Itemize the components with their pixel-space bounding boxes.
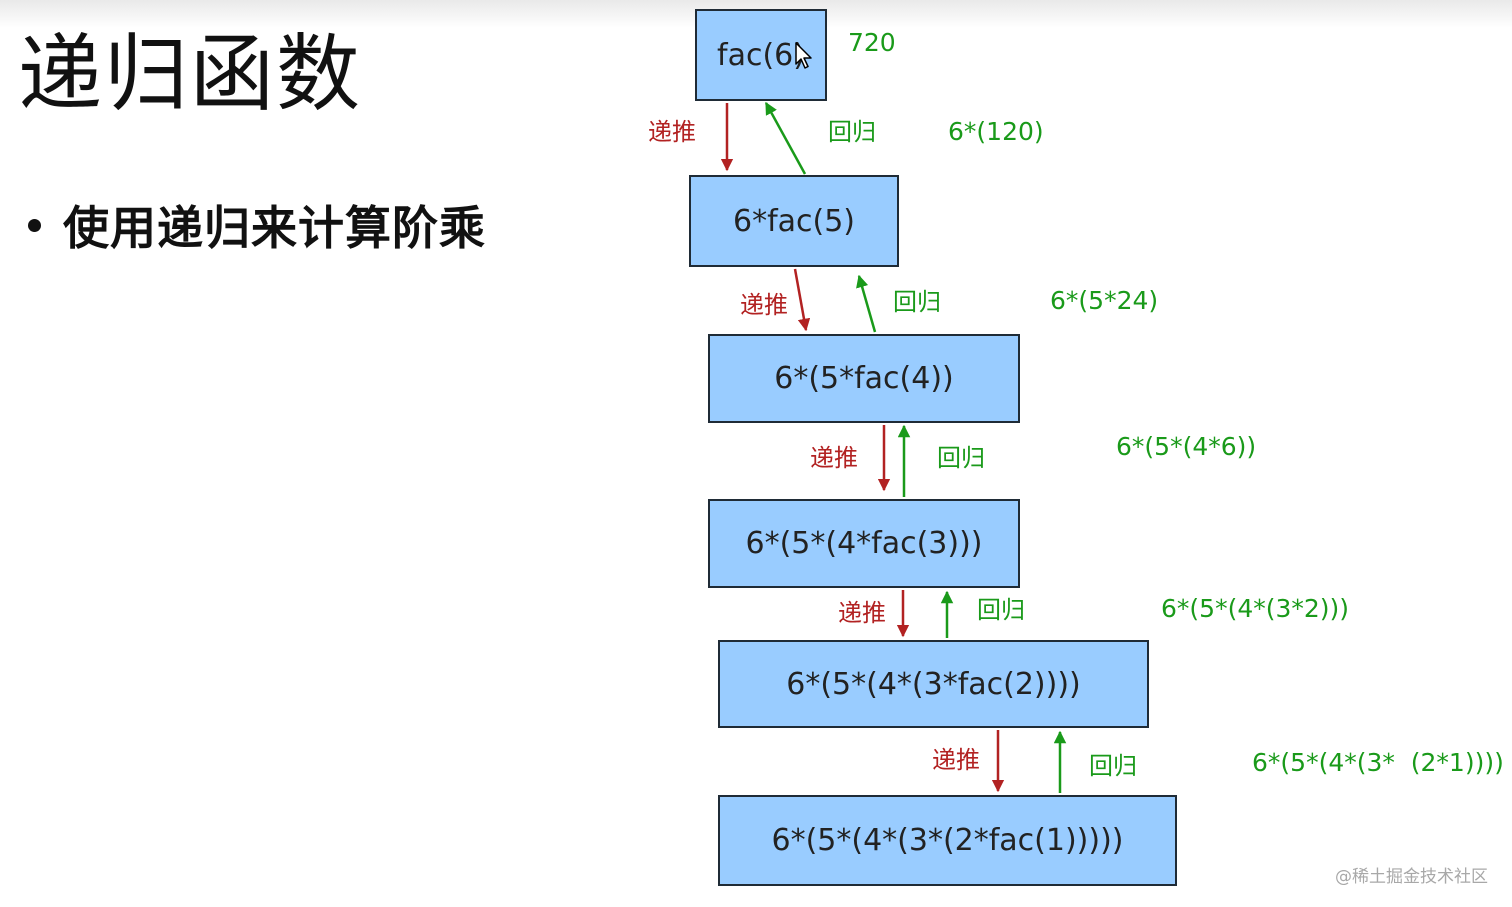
bullet-item: 使用递归来计算阶乘 xyxy=(28,192,486,258)
pop-label-5: 回归 xyxy=(1089,752,1137,780)
pop-arrow-2 xyxy=(856,274,877,333)
bullet-text: 使用递归来计算阶乘 xyxy=(63,201,486,255)
pop-label-2: 回归 xyxy=(893,288,941,316)
push-label-2: 递推 xyxy=(740,291,788,319)
result-720: 720 xyxy=(848,28,896,57)
pop-arrow-1 xyxy=(764,101,807,175)
result-level-2: 6*(5*24) xyxy=(1050,286,1159,315)
result-level-5: 6*(5*(4*(3* (2*1)))) xyxy=(1252,748,1504,777)
watermark: @稀土掘金技术社区 xyxy=(1335,867,1488,887)
call-box-fac5: 6*fac(5) xyxy=(689,175,899,267)
call-box-fac4: 6*(5*fac(4)) xyxy=(708,334,1020,423)
pop-label-4: 回归 xyxy=(977,596,1025,624)
result-level-4: 6*(5*(4*(3*2))) xyxy=(1161,594,1350,623)
push-label-4: 递推 xyxy=(838,599,886,627)
push-label-5: 递推 xyxy=(932,746,980,774)
push-label-1: 递推 xyxy=(648,118,696,146)
push-label-3: 递推 xyxy=(810,444,858,472)
result-level-3: 6*(5*(4*6)) xyxy=(1116,432,1257,461)
call-box-fac1: 6*(5*(4*(3*(2*fac(1))))) xyxy=(718,795,1177,886)
mouse-cursor-icon xyxy=(795,42,812,69)
push-arrow-2 xyxy=(793,268,811,332)
call-box-fac3: 6*(5*(4*fac(3))) xyxy=(708,499,1020,588)
result-level-1: 6*(120) xyxy=(948,117,1044,146)
bullet-dot xyxy=(28,218,41,232)
slide-title: 递归函数 xyxy=(18,25,363,123)
call-box-fac2: 6*(5*(4*(3*fac(2)))) xyxy=(718,640,1149,728)
pop-label-3: 回归 xyxy=(937,444,985,472)
pop-label-1: 回归 xyxy=(828,118,876,146)
